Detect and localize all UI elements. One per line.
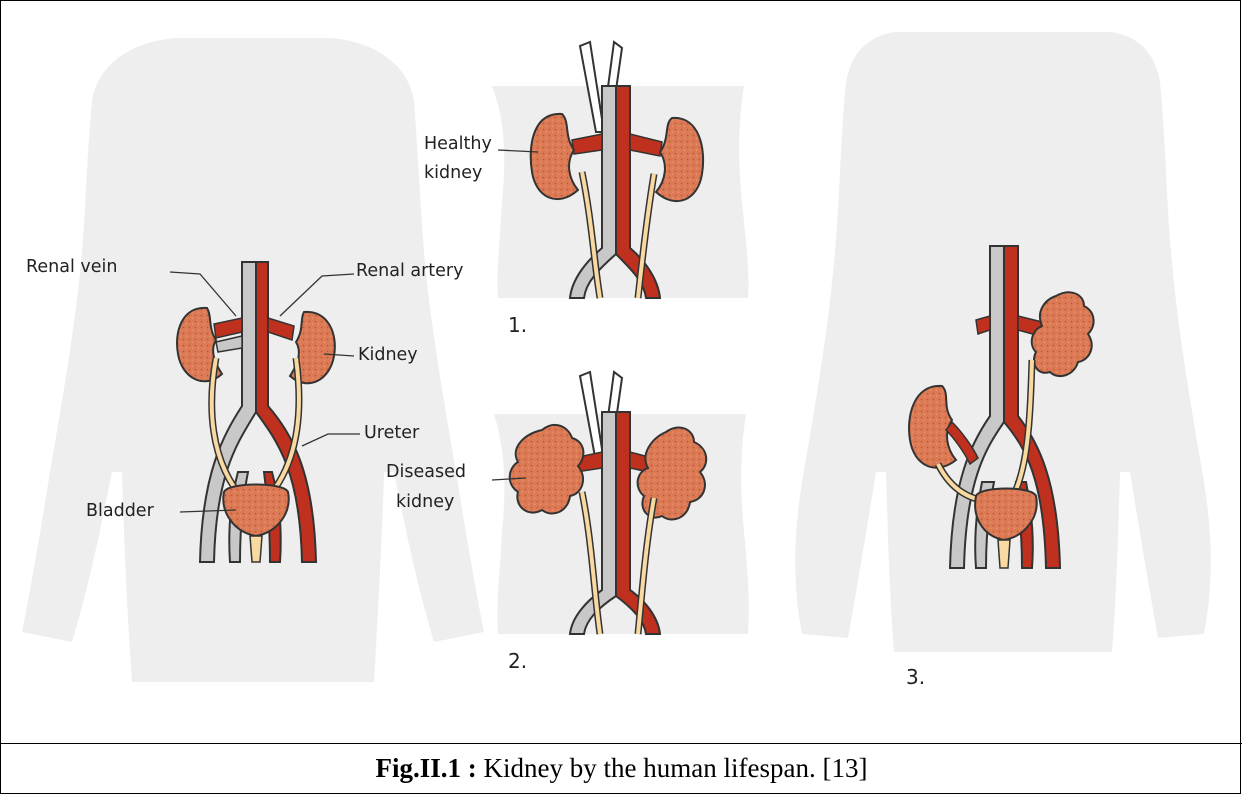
figure-caption: Fig.II.1 : Kidney by the human lifespan.… — [1, 743, 1242, 795]
caption-prefix: Fig.II.1 : — [376, 753, 477, 783]
label-renal-vein: Renal vein — [26, 257, 117, 277]
kidney-illustration: Healthy kidney Renal vein Renal artery K… — [2, 2, 1241, 742]
label-renal-artery: Renal artery — [356, 261, 463, 281]
label-bladder: Bladder — [86, 501, 155, 521]
label-panel-1: 1. — [508, 313, 527, 337]
label-diseased-line-1: Diseased — [386, 462, 466, 482]
label-panel-3: 3. — [906, 665, 925, 689]
label-diseased-line-2: kidney — [396, 492, 454, 512]
label-ureter: Ureter — [364, 423, 420, 443]
label-kidney: Kidney — [358, 345, 418, 365]
label-panel-2: 2. — [508, 649, 527, 673]
caption-text: Kidney by the human lifespan. [13] — [477, 753, 868, 783]
label-healthy-line-2: kidney — [424, 163, 482, 183]
label-healthy-line-1: Healthy — [424, 134, 492, 154]
